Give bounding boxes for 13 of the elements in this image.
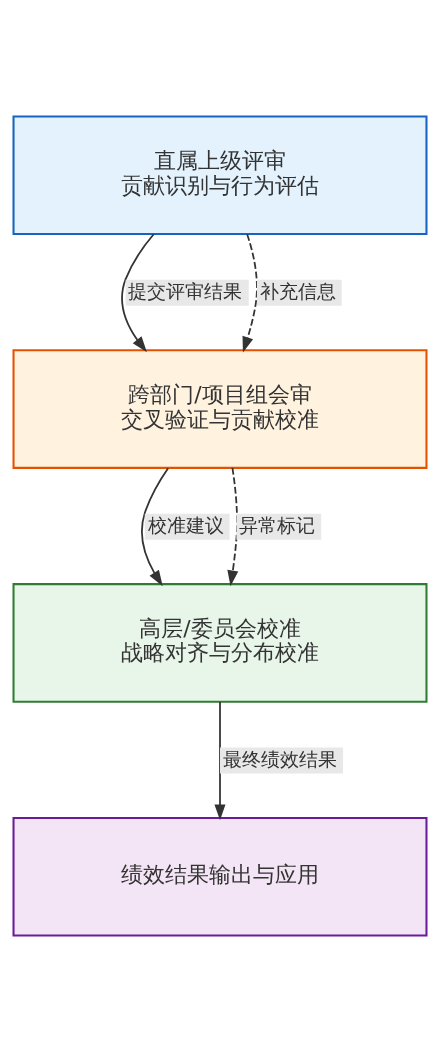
edge-label: 提交评审结果 [128,279,243,303]
edge-label: 补充信息 [259,279,336,303]
arrow [121,233,155,353]
node-box: 高层/委员会校准 战略对齐与分布校准 [12,583,428,703]
node-box: 绩效结果输出与应用 [12,816,428,937]
node-box: 跨部门/项目组会审 交叉验证与贡献校准 [12,349,428,469]
arrow [242,233,258,353]
edge-label: 最终绩效结果 [222,747,337,771]
edge-label: 校准建议 [147,513,224,537]
arrow [141,467,169,587]
node-box: 直属上级评审 贡献识别与行为评估 [12,115,428,236]
edge-label: 异常标记 [239,513,316,537]
arrow [214,701,226,821]
